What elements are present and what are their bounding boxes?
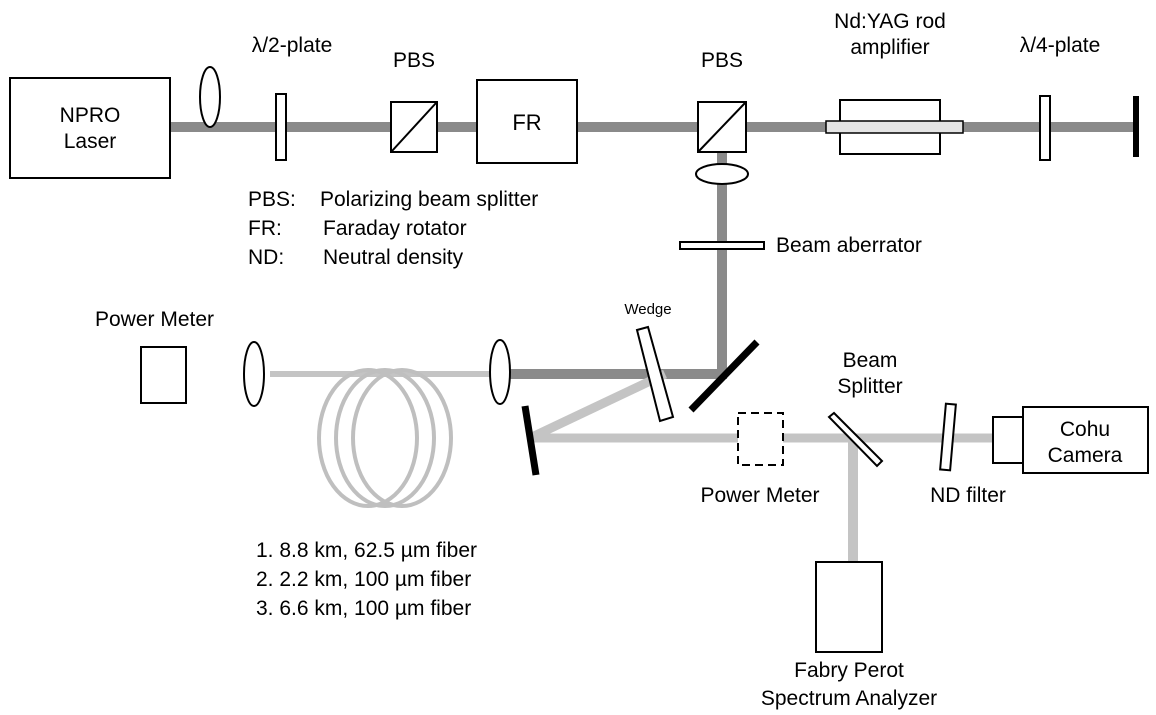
labels: NPRO Laser λ/2-plate PBS FR PBS Nd:YAG r… xyxy=(60,10,1123,710)
power-meter-center-label: Power Meter xyxy=(700,484,819,507)
fiber-item-1: 1. 8.8 km, 62.5 µm fiber xyxy=(256,539,477,562)
nd-yag-rod xyxy=(825,120,964,134)
camera-body xyxy=(1022,406,1149,474)
half-wave-plate-label: λ/2-plate xyxy=(252,34,333,57)
fiber-item-3: 3. 6.6 km, 100 µm fiber xyxy=(256,597,471,620)
npro-laser-label-line2: Laser xyxy=(64,130,117,153)
legend-nd-text: Neutral density xyxy=(323,246,464,269)
fabry-perot-label-line2: Spectrum Analyzer xyxy=(761,687,937,710)
amplifier-label-line1: Nd:YAG rod xyxy=(834,10,946,33)
lens-fiber-output xyxy=(243,341,265,407)
power-meter-left-label: Power Meter xyxy=(95,308,214,331)
pbs-1-label: PBS xyxy=(393,49,435,72)
wedge-label: Wedge xyxy=(624,301,671,318)
pbs-2-label: PBS xyxy=(701,49,743,72)
amplifier-label-line2: amplifier xyxy=(850,36,929,59)
wedge xyxy=(635,325,675,423)
legend-fr-text: Faraday rotator xyxy=(323,217,467,240)
npro-laser-label-line1: NPRO xyxy=(60,104,121,127)
wedge-reflection-beam xyxy=(528,369,667,443)
fold-mirror xyxy=(521,405,540,476)
turning-mirror xyxy=(688,339,760,413)
quarter-wave-plate-label: λ/4-plate xyxy=(1020,34,1101,57)
legend-pbs-abbr: PBS: xyxy=(248,188,296,211)
quarter-wave-plate xyxy=(1039,95,1051,161)
camera-lens xyxy=(992,416,1024,464)
power-meter-left-box xyxy=(140,346,187,404)
fiber-coils xyxy=(317,368,453,508)
pbs-2-diagonal xyxy=(698,102,746,152)
fiber-coil-2 xyxy=(334,368,436,508)
lens-2 xyxy=(695,163,749,185)
legend-fr-abbr: FR: xyxy=(248,217,282,240)
beam-aberrator-label: Beam aberrator xyxy=(776,234,922,257)
fiber-item-2: 2. 2.2 km, 100 µm fiber xyxy=(256,568,471,591)
camera-label-line1: Cohu xyxy=(1060,418,1110,441)
fabry-perot-label-line1: Fabry Perot xyxy=(794,659,904,682)
fiber-coil-1 xyxy=(317,368,419,508)
beam-aberrator xyxy=(679,241,765,250)
nd-filter xyxy=(939,402,957,472)
npro-laser-box xyxy=(9,77,171,179)
lens-1 xyxy=(199,66,221,128)
power-meter-center-box xyxy=(737,412,784,466)
half-wave-plate xyxy=(275,93,287,161)
components xyxy=(9,66,1149,653)
nd-filter-label: ND filter xyxy=(930,484,1006,507)
lens-fiber-input xyxy=(489,339,511,405)
fiber-coil-3 xyxy=(351,368,453,508)
beam-splitter-label-line2: Splitter xyxy=(837,375,902,398)
camera-label-line2: Camera xyxy=(1048,444,1123,467)
fabry-perot-box xyxy=(815,561,883,653)
beam-splitter-label-line1: Beam xyxy=(843,349,898,372)
pbs-1-diagonal xyxy=(391,102,437,152)
legend-nd-abbr: ND: xyxy=(248,246,284,269)
faraday-rotator-box xyxy=(476,79,578,164)
faraday-rotator-label: FR xyxy=(512,110,541,135)
beam-splitter xyxy=(827,411,884,468)
legend-pbs-text: Polarizing beam splitter xyxy=(320,188,538,211)
